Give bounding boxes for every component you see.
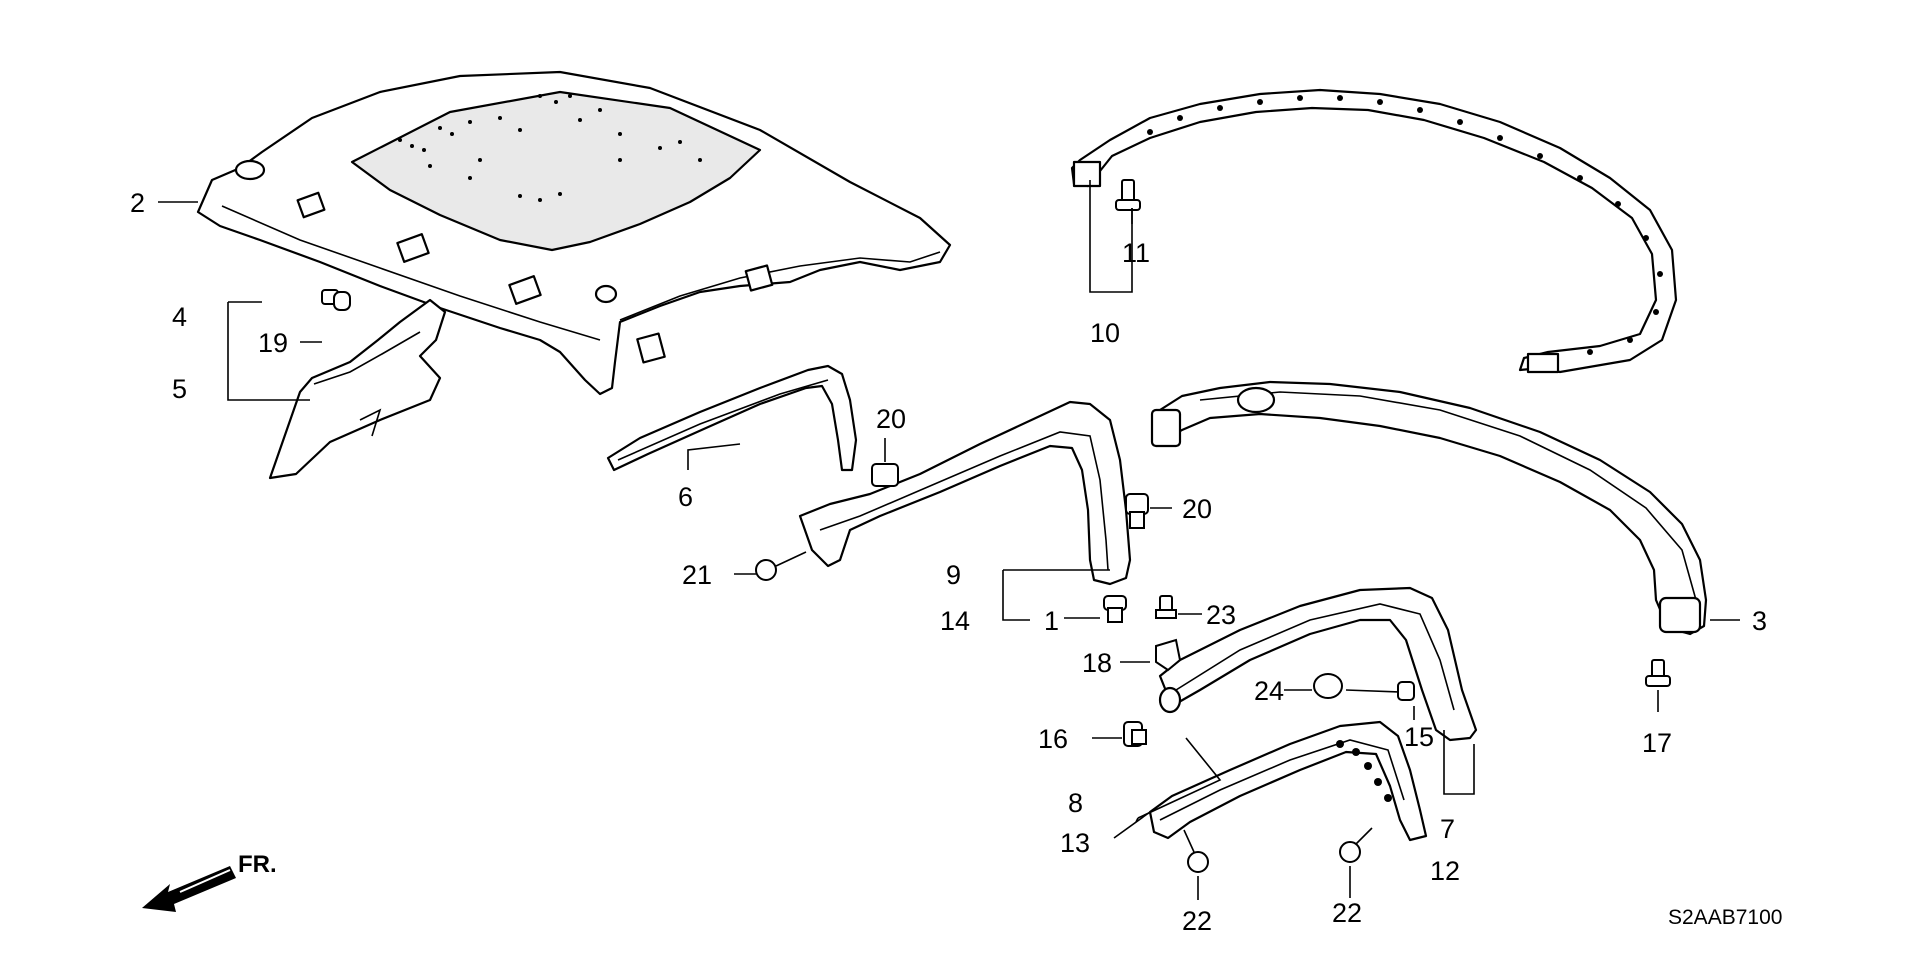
fastener-20b [1125, 493, 1149, 529]
callout-19: 19 [258, 328, 288, 358]
callout-8: 8 [1068, 788, 1083, 818]
front-direction-label: FR. [238, 851, 277, 878]
fastener-22b [1339, 827, 1373, 863]
callout-6: 6 [678, 482, 693, 512]
callout-5: 5 [172, 374, 187, 404]
callout-20b: 20 [1182, 494, 1212, 524]
callout-23: 23 [1206, 600, 1236, 630]
callout-15: 15 [1404, 722, 1434, 752]
weatherstrip-6-part [606, 364, 858, 472]
callout-21: 21 [682, 560, 712, 590]
fastener-15 [1345, 681, 1415, 701]
fastener-23 [1155, 595, 1177, 619]
frame-10-part [1070, 88, 1678, 374]
clip-11-part [1115, 179, 1141, 211]
callout-13: 13 [1060, 828, 1090, 858]
callout-3: 3 [1752, 606, 1767, 636]
diagram-code: S2AAB7100 [1668, 906, 1782, 929]
callout-22a: 22 [1182, 906, 1212, 936]
fastener-24 [1313, 673, 1343, 699]
callout-22b: 22 [1332, 898, 1362, 928]
rail-trim-3-part [1150, 380, 1708, 636]
callout-1: 1 [1044, 606, 1059, 636]
fastener-1 [1103, 595, 1127, 623]
clip-19-part [321, 289, 351, 311]
fastener-20a [871, 463, 899, 487]
callout-11: 11 [1122, 238, 1150, 268]
leader-lines [158, 180, 1740, 900]
callout-4: 4 [172, 302, 187, 332]
fastener-22a [1183, 829, 1209, 873]
callout-20a: 20 [876, 404, 906, 434]
fastener-18 [1155, 638, 1182, 672]
pillar-trim-part [268, 298, 447, 480]
fastener-17 [1645, 659, 1671, 687]
callout-24: 24 [1254, 676, 1284, 706]
garnish-7-part [1158, 586, 1478, 742]
garnish-holes [1336, 740, 1392, 802]
callout-7: 7 [1440, 814, 1455, 844]
callout-9: 9 [946, 560, 961, 590]
callout-2: 2 [130, 188, 145, 218]
fastener-16 [1123, 721, 1147, 747]
headliner-perforation [398, 94, 702, 202]
callout-18: 18 [1082, 648, 1112, 678]
frame-holes [1147, 95, 1663, 355]
callout-10: 10 [1090, 318, 1120, 348]
callout-14: 14 [940, 606, 970, 636]
fastener-21 [755, 551, 807, 581]
callout-16: 16 [1038, 724, 1068, 754]
callout-17: 17 [1642, 728, 1672, 758]
molding-9-part [798, 400, 1132, 586]
garnish-8-part [1148, 720, 1428, 842]
front-direction-arrow-icon [142, 866, 236, 912]
callout-12: 12 [1430, 856, 1460, 886]
headliner-part [196, 70, 952, 396]
